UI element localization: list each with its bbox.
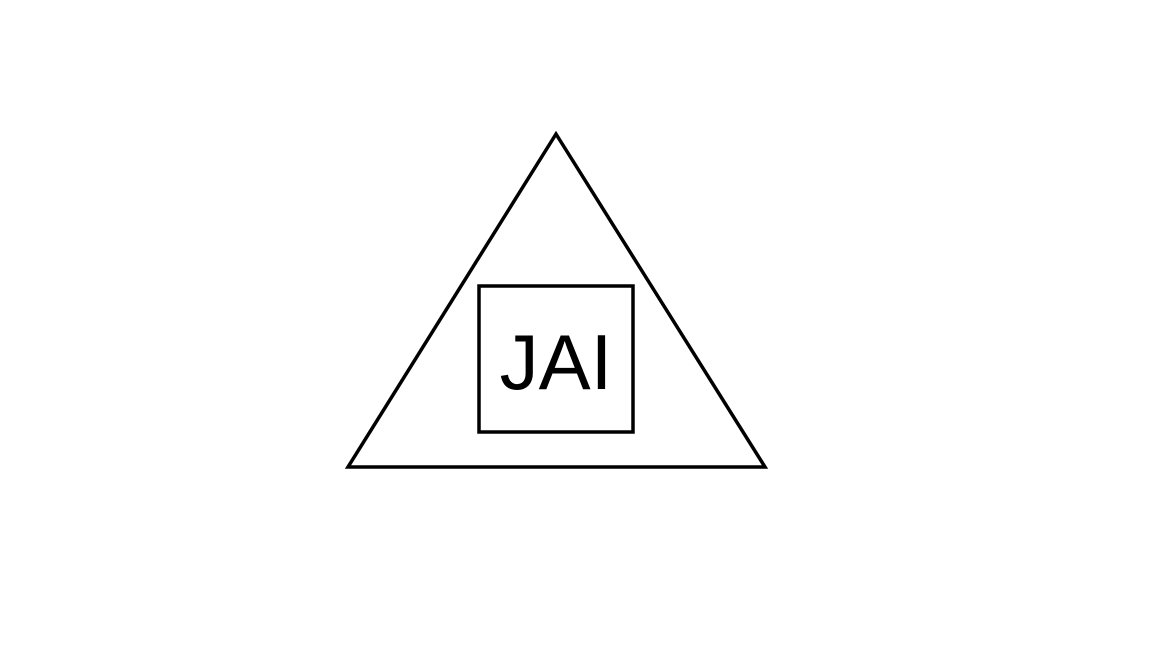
square-outline bbox=[477, 284, 635, 434]
center-label: JAI bbox=[500, 318, 613, 406]
triangle-outline bbox=[344, 130, 769, 469]
